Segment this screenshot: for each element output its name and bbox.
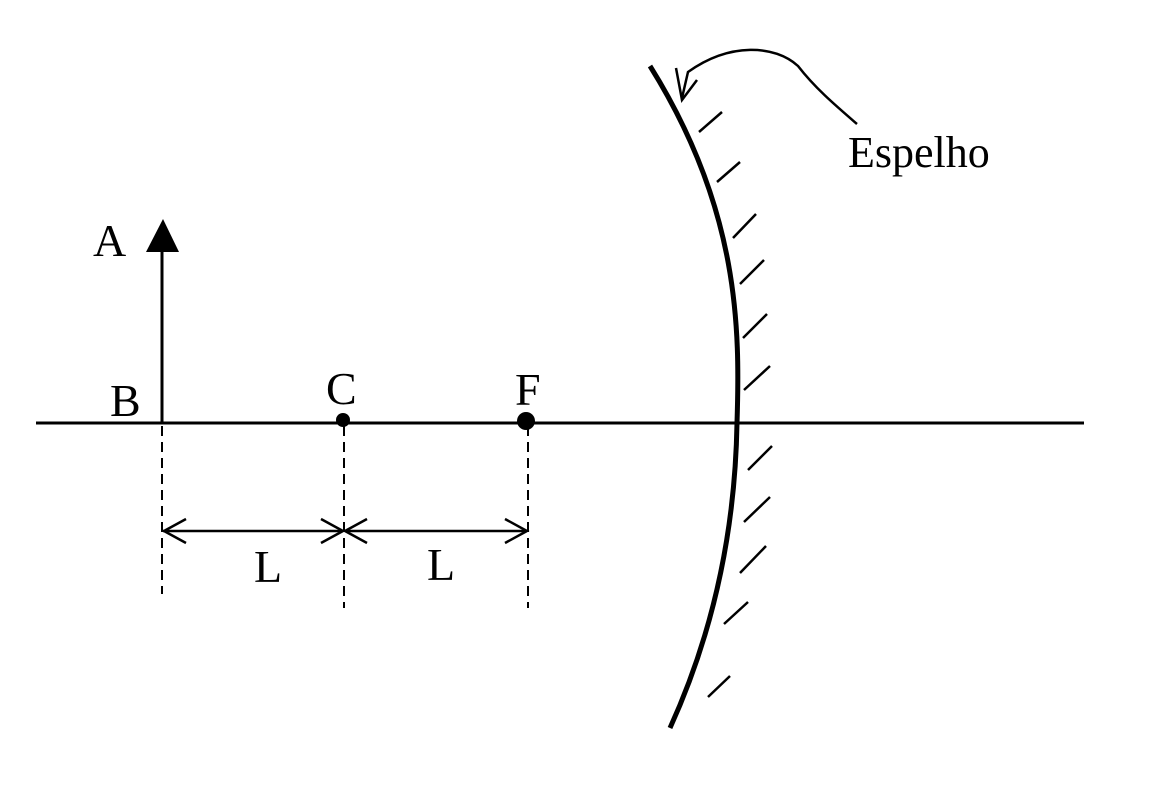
object-arrow xyxy=(146,219,179,423)
mirror-hatching xyxy=(698,111,773,698)
dimension-arrow-bc xyxy=(161,517,346,545)
label-f: F xyxy=(515,364,541,415)
focus-point xyxy=(517,412,535,430)
label-l-2: L xyxy=(427,539,455,590)
mirror-label: Espelho xyxy=(848,128,990,177)
label-c: C xyxy=(326,363,357,414)
label-l-1: L xyxy=(254,541,282,592)
dimension-arrow-cf xyxy=(342,517,530,545)
mirror-curve xyxy=(647,64,741,730)
object-arrow-head xyxy=(146,219,179,252)
mirror-pointer xyxy=(674,48,858,125)
center-point xyxy=(336,413,350,427)
label-a: A xyxy=(93,215,126,266)
label-b: B xyxy=(110,375,141,426)
